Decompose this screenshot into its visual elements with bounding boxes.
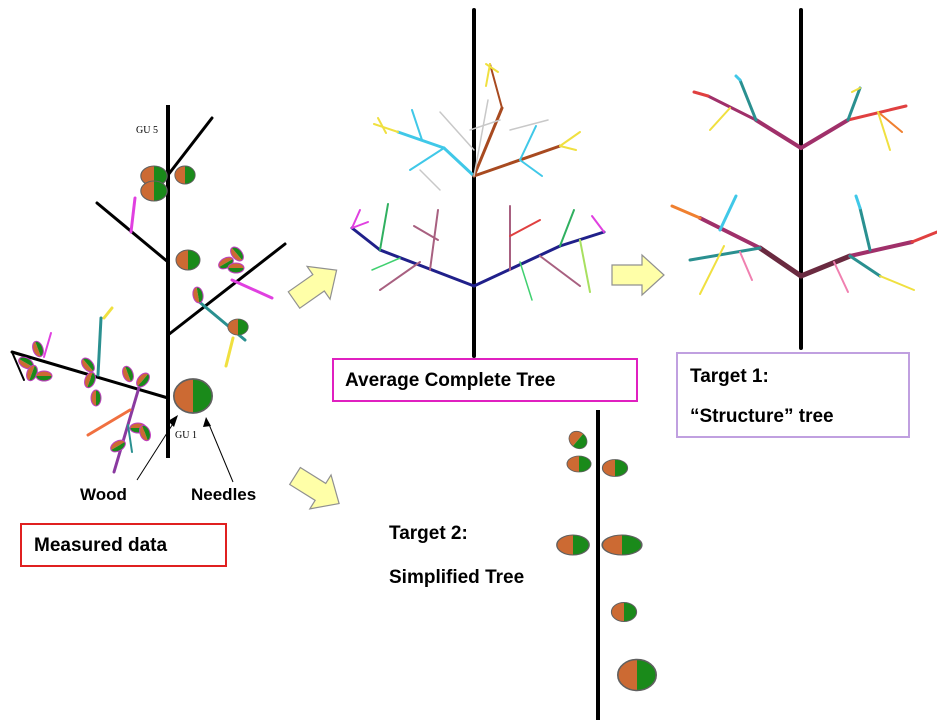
arrow-average-to-structure-icon	[611, 253, 665, 297]
needles-label: Needles	[191, 485, 257, 504]
target2-title: Target 2:	[389, 523, 468, 544]
arrow-measured-to-average-icon	[287, 265, 338, 310]
measured-tree: GU 5 GU 1	[10, 105, 287, 483]
needles-pointer-arrow	[203, 417, 234, 483]
measured-data-caption: Measured data	[34, 535, 168, 556]
gu1-label: GU 1	[175, 430, 197, 441]
target2-subtitle: Simplified Tree	[389, 567, 525, 588]
target1-title: Target 1:	[690, 366, 769, 387]
arrow-measured-to-simplified-icon	[288, 466, 340, 510]
wood-pointer-arrow	[136, 415, 178, 481]
average-tree-box: Average Complete Tree	[332, 358, 638, 402]
structure-tree	[670, 8, 937, 350]
measured-data-box: Measured data	[20, 523, 227, 567]
target1-box: Target 1: “Structure” tree	[676, 352, 910, 438]
simplified-tree	[557, 410, 656, 720]
average-complete-tree	[350, 8, 606, 358]
average-tree-caption: Average Complete Tree	[345, 370, 556, 391]
gu5-label: GU 5	[136, 125, 158, 136]
wood-label: Wood	[80, 485, 127, 504]
target1-subtitle: “Structure” tree	[690, 406, 834, 427]
